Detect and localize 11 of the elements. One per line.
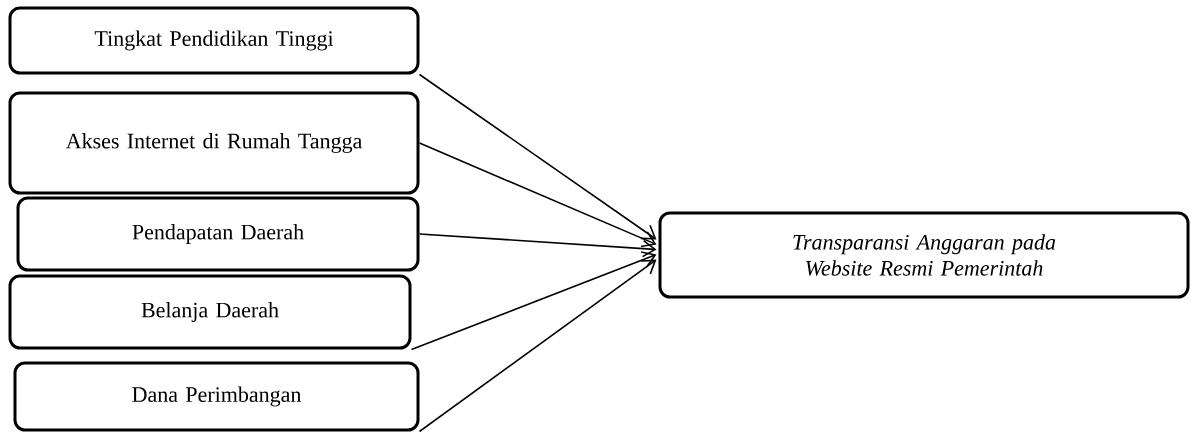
- arrow: [418, 233, 657, 258]
- arrow: [418, 142, 657, 248]
- process-box: Transparansi Anggaran pada Website Resmi Pemerintah: [658, 211, 1190, 299]
- process-box: Tingkat Pendidikan Tinggi: [8, 6, 420, 75]
- arrow: [418, 259, 657, 432]
- process-box: Akses Internet di Rumah Tangga: [8, 91, 420, 195]
- arrow: [410, 251, 657, 351]
- arrow: [418, 73, 657, 240]
- process-box: Belanja Daerah: [8, 274, 412, 350]
- process-box: Pendapatan Daerah: [16, 196, 420, 272]
- process-box: Dana Perimbangan: [13, 361, 420, 432]
